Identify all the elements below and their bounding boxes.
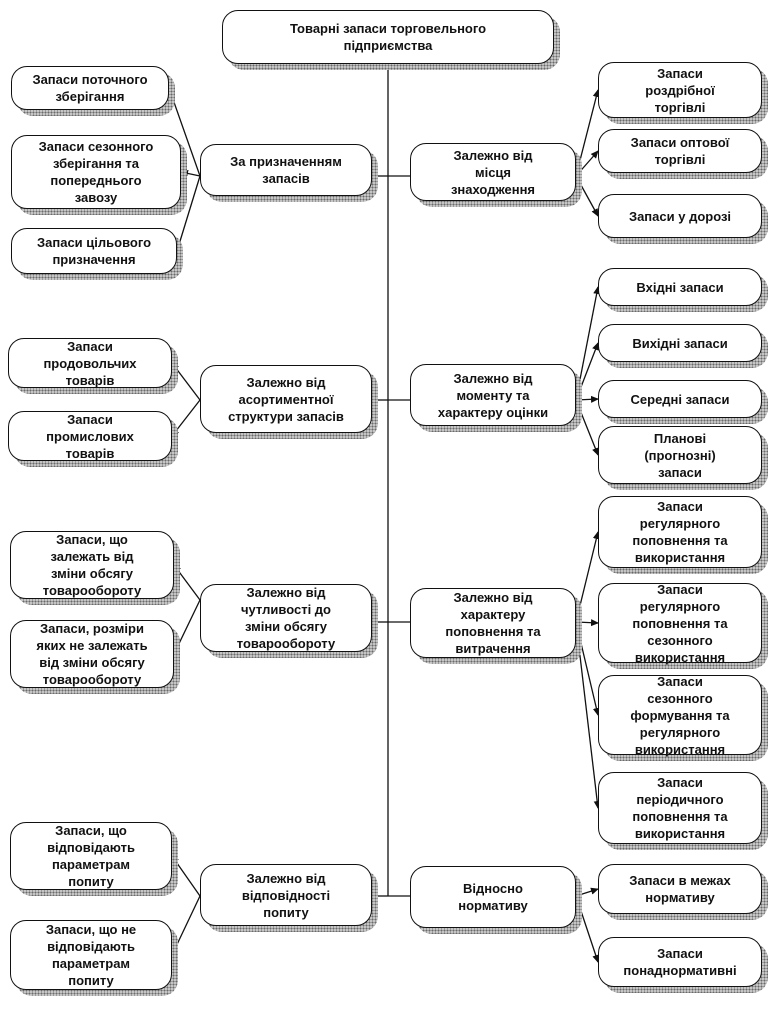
left-item-targeted: Запаси цільового призначення — [11, 228, 177, 274]
right-item-average: Середні запаси — [598, 380, 762, 418]
category-norm: Відносно нормативу — [410, 866, 576, 928]
left-item-matching-demand: Запаси, що відповідають параметрам попит… — [10, 822, 172, 890]
left-item-not-matching-demand: Запаси, що не відповідають параметрам по… — [10, 920, 172, 990]
left-item-independent: Запаси, розміри яких не залежать від змі… — [10, 620, 174, 688]
left-item-dependent: Запаси, що залежать від зміни обсягу тов… — [10, 531, 174, 599]
left-child-arrow — [175, 175, 201, 252]
category-assortment: Залежно від асортиментної структури запа… — [200, 365, 372, 433]
right-item-within-norm: Запаси в межах нормативу — [598, 864, 762, 914]
right-item-in-transit: Запаси у дорозі — [598, 194, 762, 238]
left-item-food-goods: Запаси продовольчих товарів — [8, 338, 172, 388]
left-item-seasonal-storage: Запаси сезонного зберігання та попереднь… — [11, 135, 181, 209]
left-item-industrial-goods: Запаси промислових товарів — [8, 411, 172, 461]
category-valuation: Залежно від моменту та характеру оцінки — [410, 364, 576, 426]
right-item-periodic: Запаси періодичного поповнення та викори… — [598, 772, 762, 844]
category-location: Залежно від місця знаходження — [410, 143, 576, 201]
right-item-planned: Планові (прогнозні) запаси — [598, 426, 762, 484]
right-item-seasonal-regular: Запаси сезонного формування та регулярно… — [598, 674, 762, 757]
right-item-above-norm: Запаси понаднормативні — [598, 937, 762, 987]
left-item-current-storage: Запаси поточного зберігання — [11, 66, 169, 110]
root-node: Товарні запаси торговельного підприємств… — [222, 10, 554, 64]
category-demand: Залежно від відповідності попиту — [200, 864, 372, 926]
right-item-outgoing: Вихідні запаси — [598, 324, 762, 362]
right-item-regular-seasonal: Запаси регулярного поповнення та сезонно… — [598, 582, 762, 665]
category-purpose: За призначенням запасів — [200, 144, 372, 196]
right-item-wholesale: Запаси оптової торгівлі — [598, 129, 762, 173]
category-replenishment: Залежно від характеру поповнення та витр… — [410, 588, 576, 658]
category-sensitivity: Залежно від чутливості до зміни обсягу т… — [200, 584, 372, 652]
right-item-retail: Запаси роздрібної торгівлі — [598, 62, 762, 118]
right-item-regular-regular: Запаси регулярного поповнення та викорис… — [598, 496, 762, 568]
right-item-incoming: Вхідні запаси — [598, 268, 762, 306]
